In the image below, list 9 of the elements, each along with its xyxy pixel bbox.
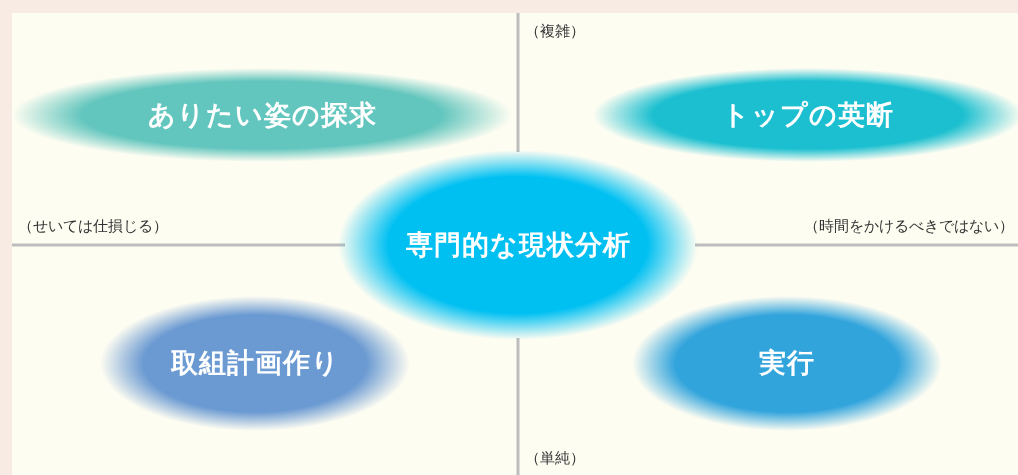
ellipse-label: 専門的な現状分析 bbox=[405, 228, 631, 262]
axis-label: （せいては仕損じる） bbox=[18, 217, 168, 236]
ellipse-label: トップの英断 bbox=[722, 98, 894, 132]
axis-label: （時間をかけるべきではない） bbox=[804, 217, 1014, 236]
ellipse-label: ありたい姿の探求 bbox=[147, 98, 377, 132]
axis-label: （複雑） bbox=[525, 22, 585, 41]
ellipse-label: 実行 bbox=[759, 346, 815, 380]
axis-label: （単純） bbox=[525, 449, 585, 468]
ellipse-label: 取組計画作り bbox=[170, 346, 340, 380]
